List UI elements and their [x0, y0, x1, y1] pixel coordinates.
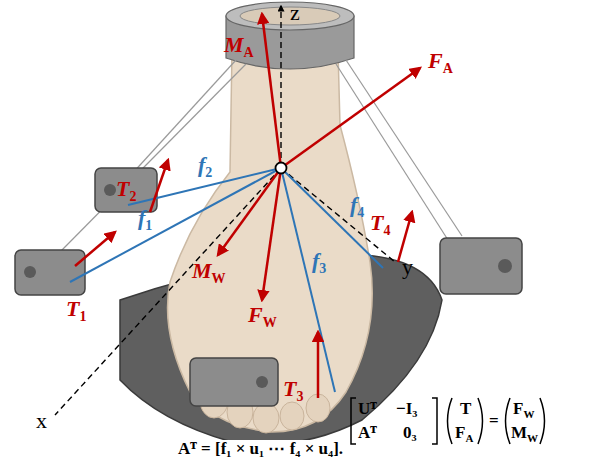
cable-label: f3: [312, 250, 326, 276]
tension-label: T4: [370, 212, 390, 238]
symbol-subscript: 2: [129, 189, 136, 204]
tension-label: T2: [116, 178, 136, 204]
cable-label: f4: [350, 194, 364, 220]
symbol-letter: f: [138, 205, 145, 230]
vector-entry: MW: [511, 424, 538, 444]
symbol-subscript: W: [527, 432, 538, 444]
matrix-entry: −I₃: [396, 400, 417, 417]
symbol-subscript: W: [263, 315, 277, 330]
matrix-entry: 0₃: [403, 424, 417, 441]
moment-label: MW: [192, 260, 226, 286]
symbol-subscript: 4: [357, 205, 364, 220]
symbol-letter: F: [513, 399, 523, 418]
symbol-subscript: 3: [319, 261, 326, 276]
symbol-subscript: 2: [205, 165, 212, 180]
equals-sign: =: [489, 412, 499, 429]
symbol-letter: T: [370, 210, 383, 235]
symbol-subscript: 1: [79, 309, 86, 324]
matrix-brackets: [351, 398, 545, 444]
cable-vectors: [70, 168, 383, 392]
symbol-letter: F: [455, 423, 465, 442]
force-label: FW: [248, 304, 277, 330]
symbol-letter: M: [192, 258, 212, 283]
symbol-letter: M: [511, 423, 527, 442]
axis-label: y: [402, 256, 413, 278]
symbol-subscript: W: [523, 408, 534, 420]
joint-center: [276, 163, 287, 174]
symbol-letter: F: [248, 302, 263, 327]
axis-label: z: [290, 2, 300, 24]
symbol-subscript: A: [443, 61, 453, 76]
vector-entry: T: [460, 400, 471, 417]
tension-label: T1: [66, 298, 86, 324]
symbol-letter: T: [116, 176, 129, 201]
symbol-letter: f: [198, 152, 205, 177]
symbol-subscript: A: [244, 45, 254, 60]
cable-label: f2: [198, 154, 212, 180]
equation-line: Aᵀ = [f₁ × u₁ ⋯ f₄ × u₄].: [176, 440, 345, 457]
vector-entry: FW: [513, 400, 534, 420]
symbol-subscript: 4: [383, 223, 390, 238]
symbol-subscript: 3: [296, 389, 303, 404]
motor-details: [24, 184, 512, 388]
moment-label: MA: [224, 34, 254, 60]
symbol-letter: M: [224, 32, 244, 57]
foot-body: [168, 50, 373, 432]
matrix-entry: Uᵀ: [358, 400, 377, 417]
symbol-subscript: W: [212, 271, 226, 286]
matrix-entry: Aᵀ: [358, 424, 377, 441]
symbol-subscript: A: [465, 432, 473, 444]
tension-label: T3: [283, 378, 303, 404]
vector-entry: FA: [455, 424, 473, 444]
ankle-cuff: [226, 2, 354, 69]
symbol-letter: f: [312, 248, 319, 273]
symbol-subscript: 1: [145, 218, 152, 233]
motor-units: [15, 168, 522, 406]
symbol-letter: f: [350, 192, 357, 217]
axes: [55, 6, 395, 415]
force-label: FA: [428, 50, 453, 76]
cables: [60, 60, 462, 252]
axis-label: x: [36, 410, 47, 432]
cable-label: f1: [138, 207, 152, 233]
force-arrows: [75, 14, 420, 398]
symbol-letter: T: [66, 296, 79, 321]
symbol-letter: F: [428, 48, 443, 73]
symbol-letter: T: [283, 376, 296, 401]
